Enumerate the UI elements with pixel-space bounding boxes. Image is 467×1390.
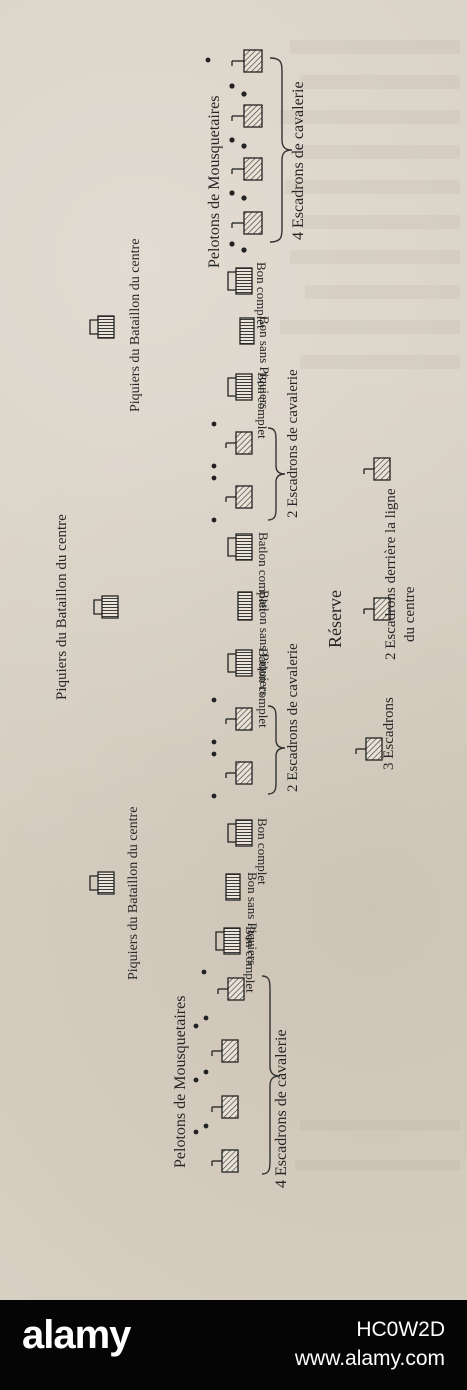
bataillon-sans-piquiers-unit <box>239 317 255 345</box>
label-escadrons-2-lower: 2 Escadrons de cavalerie <box>285 643 301 792</box>
cavalry-unit <box>231 49 263 73</box>
bataillon-complet-unit <box>227 649 253 677</box>
cavalry-unit <box>211 1039 239 1063</box>
alamy-logo: alamy <box>22 1313 131 1357</box>
label-bataillon-complet-2: Bon complet <box>255 372 270 439</box>
bataillon-complet-unit <box>227 533 253 561</box>
reserve-cavalry-unit <box>355 737 383 761</box>
label-pelotons-bottom: Pelotons de Mousquetaires <box>172 996 189 1168</box>
label-bataillon-complet-1: Bon complet <box>254 262 269 329</box>
bleed-through-text <box>280 40 460 1170</box>
label-reserve-3: 3 Escadrons <box>381 697 397 770</box>
label-pelotons-top: Pelotons de Mousquetaires <box>206 96 223 268</box>
stock-url: www.alamy.com <box>294 1347 445 1370</box>
label-reserve-escadrons-line2: du centre <box>402 586 418 642</box>
cavalry-unit <box>225 761 253 785</box>
musketeer-dots-lower <box>211 697 217 799</box>
piquiers-unit <box>89 315 115 339</box>
scanned-page: Pelotons de Mousquetaires 4 Escadrons de… <box>0 0 467 1300</box>
bataillon-sans-piquiers-unit <box>237 591 253 621</box>
label-bataillon-complet-centre-1: Batlon complet <box>256 532 271 612</box>
battle-formation-diagram: Pelotons de Mousquetaires 4 Escadrons de… <box>54 40 460 1188</box>
bataillon-sans-piquiers-unit <box>225 873 241 901</box>
label-piquiers-top-1: Piquiers du Bataillon du centre <box>128 239 143 412</box>
label-escadrons-2-upper: 2 Escadrons de cavalerie <box>285 369 301 518</box>
label-reserve: Réserve <box>325 590 345 648</box>
label-bataillon-sans-piquiers-2: Bon sans Piquiers <box>245 872 260 965</box>
musketeer-dots-bottom <box>193 969 209 1135</box>
brace-bottom <box>261 975 281 1175</box>
label-piquiers-mid: Piquiers du Bataillon du centre <box>54 514 70 700</box>
bataillon-complet-unit <box>227 819 253 847</box>
bataillon-complet-unit <box>227 373 253 401</box>
cavalry-unit <box>231 157 263 181</box>
cavalry-unit <box>225 431 253 455</box>
brace-upper <box>267 427 286 521</box>
cavalry-unit <box>225 485 253 509</box>
cavalry-unit <box>231 104 263 128</box>
label-escadrons-4-top: 4 Escadrons de cavalerie <box>290 81 307 240</box>
piquiers-unit <box>89 871 115 895</box>
bataillon-complet-unit <box>227 267 253 295</box>
piquiers-unit <box>93 595 119 619</box>
label-reserve-escadrons-line1: 2 Escadrons derrière la ligne <box>383 488 399 660</box>
image-id: HC0W2D <box>356 1318 445 1341</box>
brace-lower <box>267 705 286 795</box>
musketeer-dots-top <box>205 57 247 253</box>
reserve-cavalry-unit <box>363 597 391 621</box>
label-bataillon-sans-piquiers-centre: Batlon sans Piquiers <box>257 590 272 696</box>
label-bataillon-complet-4: Bon complet <box>243 926 258 993</box>
cavalry-unit <box>231 211 263 235</box>
cavalry-unit <box>217 977 245 1001</box>
reserve-cavalry-unit <box>363 457 391 481</box>
bataillon-complet-unit <box>215 927 241 955</box>
cavalry-unit <box>225 707 253 731</box>
musketeer-dots-upper <box>211 421 217 523</box>
label-bataillon-complet-3: Bon complet <box>255 818 270 885</box>
cavalry-unit <box>211 1095 239 1119</box>
label-escadrons-4-bottom: 4 Escadrons de cavalerie <box>273 1029 290 1188</box>
brace-top <box>269 57 293 243</box>
label-bataillon-complet-centre-2: Batlon complet <box>256 648 271 728</box>
stock-watermark-bar: alamy HC0W2D www.alamy.com <box>0 1300 467 1390</box>
cavalry-unit <box>211 1149 239 1173</box>
label-piquiers-bottom: Piquiers du Bataillon du centre <box>126 807 141 980</box>
label-bataillon-sans-piquiers-1: Bon sans Piquiers <box>257 316 272 409</box>
